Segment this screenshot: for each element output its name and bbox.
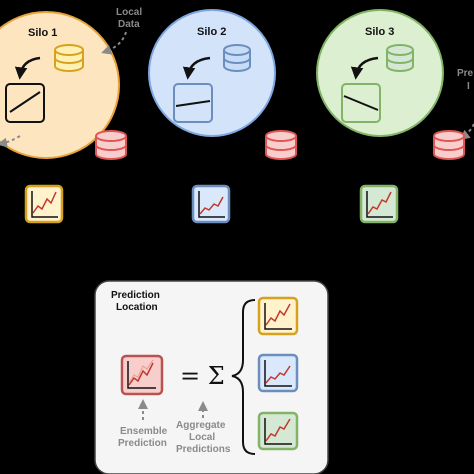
prediction-database-icon-1	[95, 130, 127, 160]
local-prediction-chart-icon-3	[359, 184, 399, 224]
right-partial-label-line1: Pre	[457, 68, 474, 79]
local-data-label-line1: Local	[116, 7, 142, 18]
silo-2-database-icon	[223, 44, 251, 72]
panel-chart-icon-1	[257, 296, 299, 336]
prediction-location-title-line2: Location	[116, 302, 158, 313]
silo-1-database-icon	[54, 44, 84, 72]
local-prediction-chart-icon-1	[24, 184, 64, 224]
local-data-arrow	[101, 31, 127, 55]
prediction-database-icon-3	[433, 130, 465, 160]
aggregate-label-line1: Aggregate	[176, 420, 226, 431]
silo-1: Silo 1	[0, 11, 120, 159]
ensemble-prediction-chart-icon	[120, 354, 164, 396]
silo-1-model-icon	[5, 83, 45, 123]
silo-2-model-icon	[173, 83, 213, 123]
curly-brace	[231, 299, 256, 455]
silo-3-title: Silo 3	[365, 26, 394, 38]
right-partial-label-line2: I	[467, 81, 470, 92]
silo-1-dashed-arrow	[0, 135, 21, 148]
aggregate-label-line3: Predictions	[176, 444, 231, 455]
silo-3: Silo 3	[316, 9, 444, 137]
prediction-location-title-line1: Prediction	[111, 290, 160, 301]
panel-chart-icon-2	[257, 353, 299, 393]
ensemble-prediction-label-line2: Prediction	[118, 438, 167, 449]
equals-sigma-symbol: = Σ	[180, 362, 225, 390]
silo-2-train-arrow	[182, 56, 211, 80]
silo-3-train-arrow	[350, 56, 379, 80]
prediction-location-panel: Prediction Location = Σ Ensemble Predict…	[94, 280, 329, 474]
right-dashed-arrow	[459, 123, 474, 140]
local-data-label-line2: Data	[118, 19, 140, 30]
silo-1-train-arrow	[14, 56, 41, 80]
silo-1-title: Silo 1	[28, 27, 57, 39]
silo-3-model-icon	[341, 83, 381, 123]
silo-3-database-icon	[386, 44, 414, 72]
silo-2: Silo 2	[148, 9, 276, 137]
ensemble-prediction-label-line1: Ensemble	[120, 426, 168, 437]
panel-chart-icon-3	[257, 411, 299, 451]
local-prediction-chart-icon-2	[191, 184, 231, 224]
aggregate-label-line2: Local	[189, 432, 215, 443]
prediction-database-icon-2	[265, 130, 297, 160]
silo-2-title: Silo 2	[197, 26, 226, 38]
